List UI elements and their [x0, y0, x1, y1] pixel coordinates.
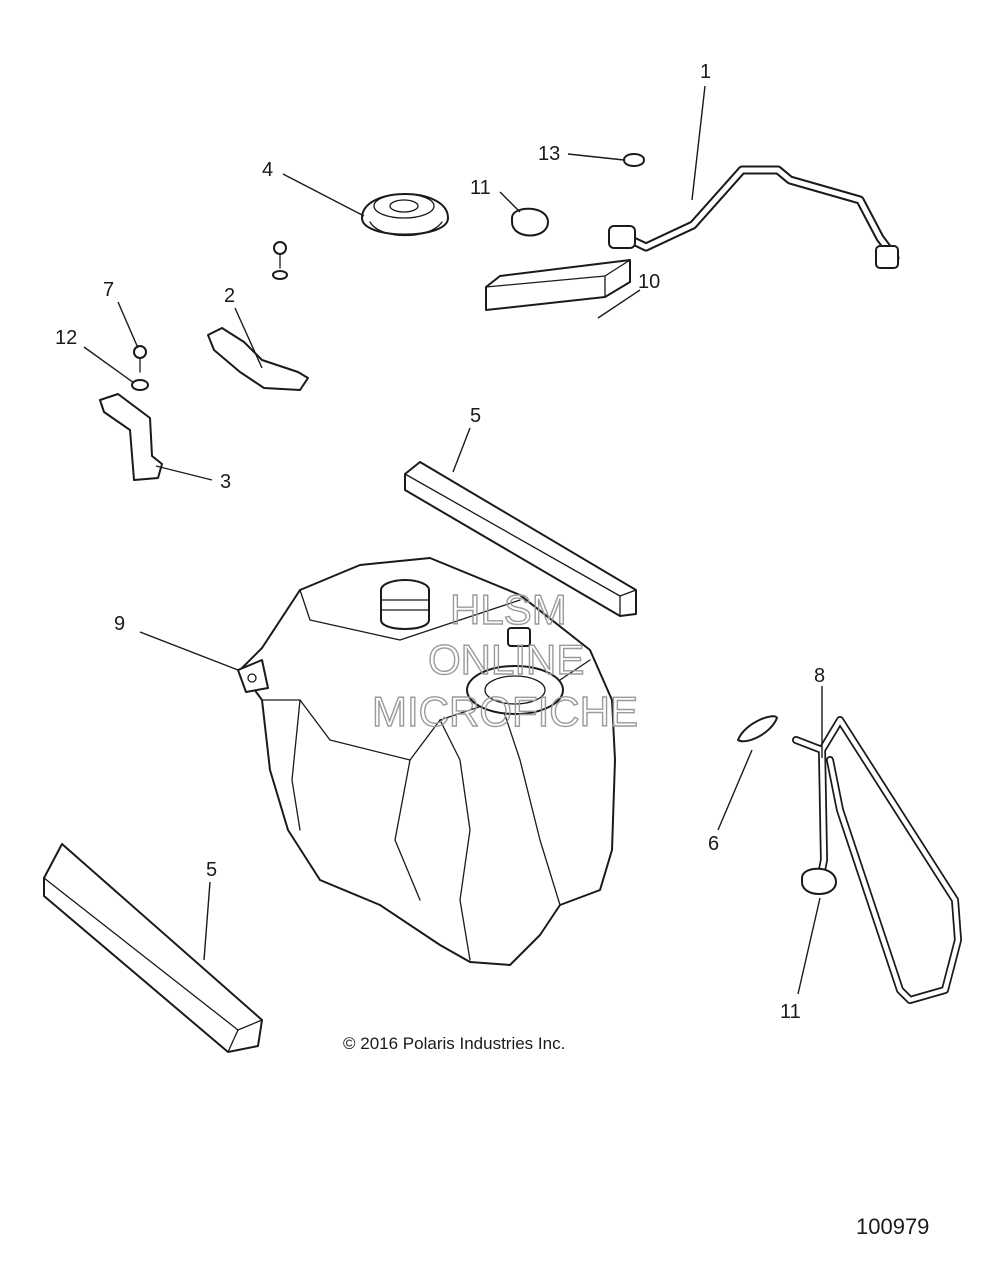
watermark-line-2: ONLINE	[428, 636, 584, 683]
leader-lines	[83, 85, 823, 995]
callout-5-upper: 5	[470, 405, 481, 427]
copyright-notice: © 2016 Polaris Industries Inc.	[343, 1034, 565, 1053]
callout-5-lower: 5	[206, 859, 217, 881]
foam-pad-part-5-upper	[404, 461, 637, 617]
bolt-part-7	[133, 345, 147, 373]
foam-pad-part-5-lower	[43, 843, 263, 1053]
callout-9: 9	[114, 613, 125, 635]
watermark-line-1: HLSM	[450, 586, 567, 633]
fuel-cap-part-4	[361, 193, 449, 237]
washer-part-12	[131, 379, 149, 391]
watermark: HLSM ONLINE MICROFICHE	[371, 585, 638, 735]
callout-3: 3	[220, 471, 231, 493]
callout-8: 8	[814, 665, 825, 687]
fuel-tank-part-9	[237, 557, 616, 966]
clamp-ring-part-11-lower	[801, 867, 837, 895]
hose-part-8	[792, 716, 962, 1004]
bracket-part-2	[207, 241, 309, 391]
callout-7: 7	[103, 279, 114, 301]
callout-11-lower: 11	[780, 1001, 801, 1023]
callout-labels: 1 13 11 4 10 2 7 12 3 5 9 8 6 5 11	[55, 61, 825, 1023]
callout-6: 6	[708, 833, 719, 855]
bracket-part-3	[99, 393, 163, 481]
foam-pad-part-10	[485, 259, 631, 311]
callout-2: 2	[224, 285, 235, 307]
clamp-ring-part-11-top	[511, 207, 549, 237]
callout-1: 1	[700, 61, 711, 83]
callout-13: 13	[538, 143, 560, 165]
callout-10: 10	[638, 271, 660, 293]
drawing-number: 100979	[856, 1214, 929, 1239]
clip-part-6	[737, 715, 778, 743]
callout-11-top: 11	[470, 177, 491, 199]
vent-hose-part-1	[608, 165, 900, 269]
callout-4: 4	[262, 159, 273, 181]
callout-12: 12	[55, 327, 77, 349]
clamp-part-13	[623, 153, 645, 167]
watermark-line-3: MICROFICHE	[372, 688, 638, 735]
